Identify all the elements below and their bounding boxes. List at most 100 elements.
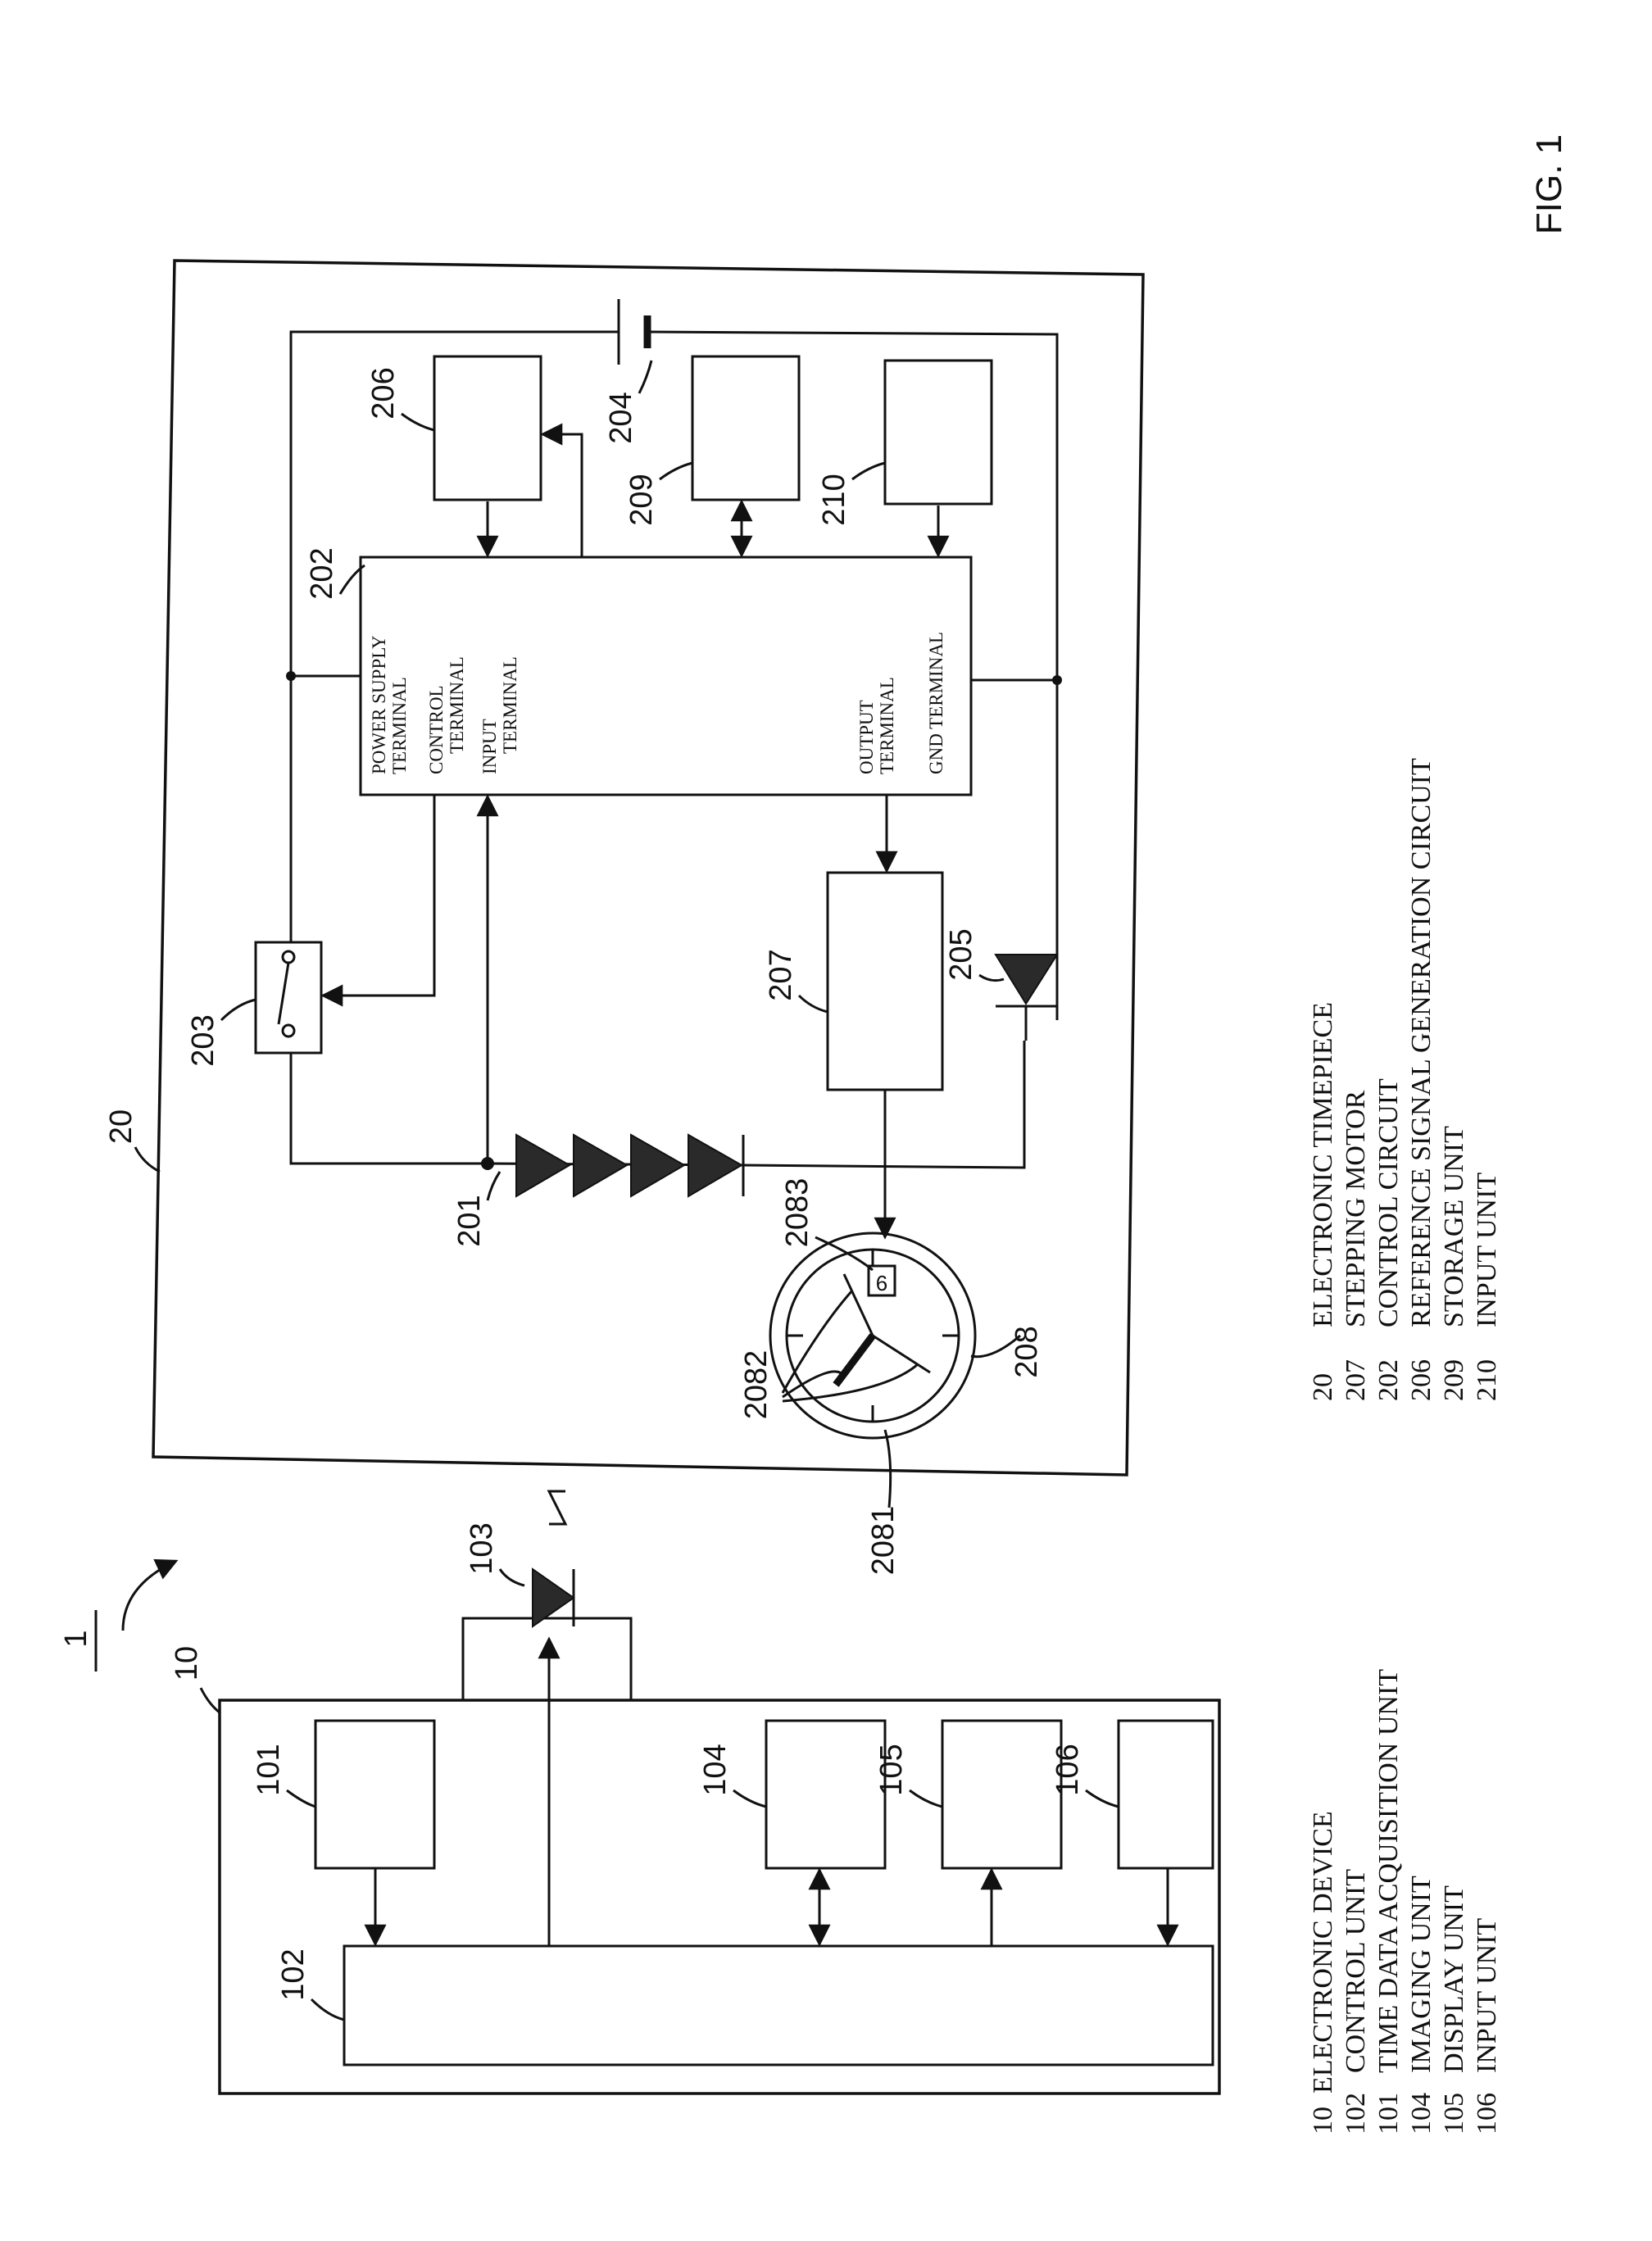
stepping-motor-207-block: [828, 873, 942, 1090]
terminal-power-supply: POWER SUPPLY: [369, 635, 389, 774]
timepiece-20-frame: [153, 261, 1143, 1475]
electronic-device-10: 10 102 101 104 105 106 103: [170, 1491, 1219, 2094]
legend-tp-label-0: ELECTRONIC TIMEPIECE: [1308, 1002, 1338, 1327]
legend-tp-ref-0: 20: [1308, 1373, 1338, 1401]
legend-tp-ref-1: 207: [1341, 1359, 1371, 1401]
terminal-input-2: TERMINAL: [500, 656, 520, 754]
legend-tp-label-5: INPUT UNIT: [1472, 1173, 1502, 1327]
solar-201-leader: [488, 1172, 500, 1200]
solar-diode-2: [574, 1135, 627, 1196]
led-103-leads: [463, 1618, 631, 1700]
legend-dev-ref-4: 105: [1439, 2093, 1469, 2134]
terminal-input: INPUT: [479, 719, 500, 774]
block-102-leader: [311, 1999, 344, 2020]
system-ref-arrow: [123, 1561, 176, 1631]
arrow-202-to-206: [542, 434, 582, 557]
legend-tp-ref-5: 210: [1472, 1359, 1502, 1401]
legend-dev-label-2: TIME DATA ACQUISITION UNIT: [1373, 1669, 1404, 2073]
battery-204-ref: 204: [604, 392, 638, 443]
block-106-ref: 106: [1051, 1744, 1085, 1795]
legend-dev-label-3: IMAGING UNIT: [1406, 1876, 1436, 2073]
block-104-leader: [733, 1790, 766, 1807]
diode-205-ref: 205: [944, 928, 978, 980]
block-105-ref: 105: [874, 1744, 909, 1795]
legend-tp-ref-3: 206: [1406, 1359, 1436, 1401]
diode-205-leader: [979, 975, 1004, 981]
terminal-gnd: GND TERMINAL: [926, 632, 946, 774]
legend-dev-ref-0: 10: [1308, 2107, 1338, 2134]
terminal-control-2: TERMINAL: [447, 656, 467, 754]
device-10-ref: 10: [170, 1646, 204, 1681]
motor-207-ref: 207: [764, 949, 798, 1000]
motor-207-leader: [799, 996, 828, 1012]
legend-device: 10 ELECTRONIC DEVICE 102 CONTROL UNIT 10…: [1308, 1669, 1502, 2134]
terminal-output: OUTPUT: [856, 700, 877, 774]
control-unit-102-block: [344, 1946, 1213, 2065]
switch-203-leader: [221, 1000, 256, 1020]
legend-dev-ref-5: 106: [1472, 2093, 1502, 2134]
legend-timepiece: 20 ELECTRONIC TIMEPIECE 207 STEPPING MOT…: [1308, 758, 1502, 1401]
imaging-unit-104-block: [766, 1721, 885, 1868]
display-unit-105-block: [942, 1721, 1061, 1868]
block-105-leader: [910, 1790, 942, 1807]
input-unit-106-block: [1119, 1721, 1213, 1868]
battery-204-leader: [639, 361, 651, 393]
block-206-leader: [402, 414, 434, 430]
solar-diode-3: [631, 1135, 684, 1196]
reference-signal-206-block: [434, 356, 541, 500]
system-ref-label: 1: [59, 1630, 93, 1647]
dial-2083-ref: 2083: [780, 1178, 815, 1248]
block-101-leader: [287, 1790, 315, 1807]
led-103-ref: 103: [465, 1522, 499, 1574]
electronic-timepiece-20: 20 202 POWER SUPPLY TERMINAL CONTROL TER…: [104, 261, 1143, 1575]
legend-tp-label-4: STORAGE UNIT: [1439, 1126, 1469, 1327]
watch-hour-hand: [836, 1336, 873, 1385]
legend-tp-ref-4: 209: [1439, 1359, 1469, 1401]
legend-dev-ref-2: 101: [1373, 2093, 1404, 2134]
block-102-ref: 102: [276, 1948, 311, 2000]
light-signal-symbol: [549, 1491, 565, 1524]
solar-201-ref: 201: [452, 1195, 487, 1246]
timepiece-20-leader: [135, 1147, 160, 1172]
solar-diode-4: [688, 1135, 742, 1196]
legend-dev-ref-3: 104: [1406, 2093, 1436, 2134]
legend-dev-label-5: INPUT UNIT: [1472, 1918, 1502, 2073]
diode-205-symbol: [996, 955, 1057, 1004]
timepiece-20-ref: 20: [104, 1109, 138, 1144]
legend-dev-label-0: ELECTRONIC DEVICE: [1308, 1811, 1338, 2094]
block-210-leader: [852, 463, 885, 479]
legend-tp-label-2: CONTROL CIRCUIT: [1373, 1078, 1404, 1327]
analog-watch-208: 6: [770, 1233, 975, 1438]
terminal-output-2: TERMINAL: [877, 677, 897, 774]
wire-switch-to-solar: [291, 1053, 488, 1164]
terminal-control: CONTROL: [426, 685, 447, 774]
legend-dev-label-1: CONTROL UNIT: [1341, 1869, 1371, 2073]
storage-unit-209-block: [692, 356, 799, 500]
terminal-power-supply-2: TERMINAL: [389, 677, 410, 774]
dial-2081-leader: [885, 1430, 891, 1508]
watch-second-hand: [873, 1336, 930, 1372]
led-103-leader: [500, 1569, 524, 1585]
block-202-ref: 202: [305, 547, 339, 599]
date-window-value: 6: [876, 1271, 887, 1295]
time-data-acquisition-101-block: [315, 1721, 434, 1868]
hands-2082-ref: 2082: [739, 1350, 774, 1420]
legend-dev-ref-1: 102: [1341, 2093, 1371, 2134]
control-to-switch: [323, 795, 434, 996]
block-209-leader: [660, 463, 692, 479]
legend-tp-label-3: REFERENCE SIGNAL GENERATION CIRCUIT: [1406, 758, 1436, 1327]
solar-diode-1: [516, 1135, 570, 1196]
block-106-leader: [1086, 1790, 1119, 1807]
legend-tp-label-1: STEPPING MOTOR: [1341, 1090, 1371, 1327]
figure-label: FIG. 1: [1529, 134, 1569, 234]
dial-2081-ref: 2081: [866, 1506, 901, 1576]
legend-tp-ref-2: 202: [1373, 1359, 1404, 1401]
block-209-ref: 209: [624, 474, 659, 525]
watch-208-ref: 208: [1010, 1326, 1044, 1377]
block-206-ref: 206: [366, 367, 401, 419]
block-101-ref: 101: [252, 1744, 286, 1795]
block-104-ref: 104: [698, 1744, 733, 1795]
switch-203-ref: 203: [186, 1014, 220, 1066]
